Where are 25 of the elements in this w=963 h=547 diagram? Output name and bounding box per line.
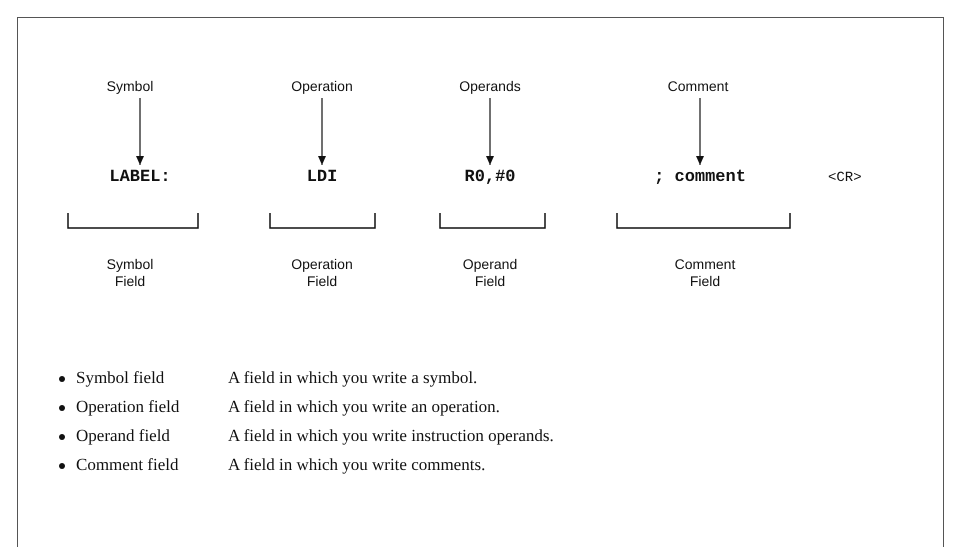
field-term: Comment field	[76, 455, 178, 475]
field-description: A field in which you write an operation.	[228, 397, 500, 417]
field-description: A field in which you write a symbol.	[228, 368, 478, 388]
line-end-mark: <CR>	[828, 170, 862, 186]
field-description: A field in which you write comments.	[228, 455, 486, 475]
field-term: Symbol field	[76, 368, 164, 388]
code-text: ; comment	[654, 168, 746, 187]
field-heading: Operands	[459, 78, 521, 94]
arrow	[136, 98, 144, 165]
code-text: LDI	[306, 168, 338, 187]
field-heading: Comment	[668, 78, 728, 94]
field-label: Operand Field	[462, 256, 518, 290]
field-term: Operation field	[76, 397, 180, 417]
field-label: Comment Field	[674, 256, 736, 290]
arrow	[486, 98, 494, 165]
field-heading: Operation	[291, 78, 353, 94]
field-heading: Symbol	[106, 78, 154, 94]
field-term: Operand field	[76, 426, 170, 446]
field-label: Operation Field	[291, 256, 353, 290]
code-text: R0,#0	[464, 168, 516, 187]
arrow	[696, 98, 704, 165]
field-label: Symbol Field	[106, 256, 154, 290]
field-description: A field in which you write instruction operands.	[228, 426, 554, 446]
arrow	[318, 98, 326, 165]
code-text: LABEL:	[109, 168, 171, 187]
